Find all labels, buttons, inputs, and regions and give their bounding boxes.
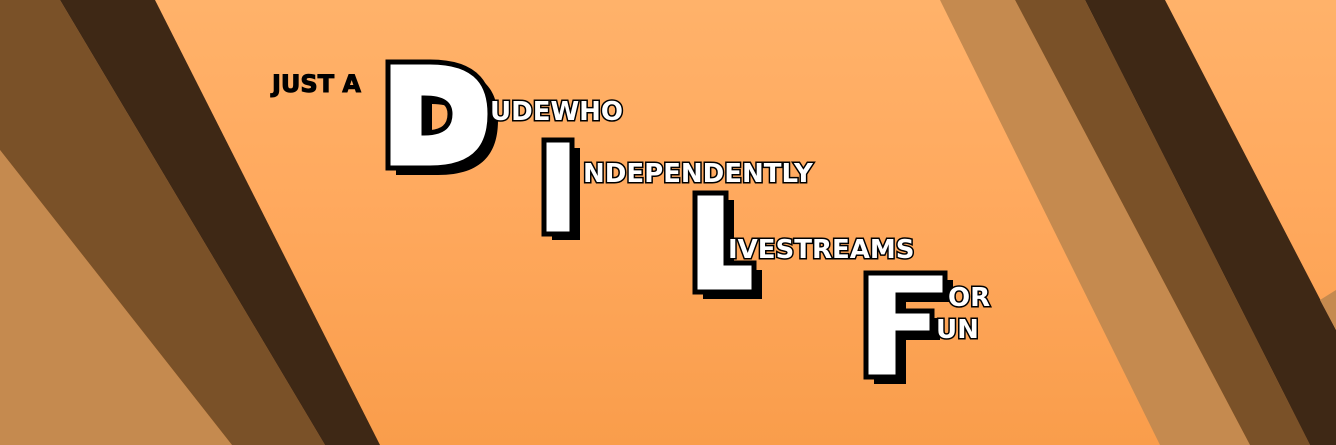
letter-l-glyph: L	[0, 0, 1, 1]
stripe-left-dark	[60, 0, 380, 445]
word-dude-who: UDEWHO	[490, 97, 623, 127]
letter-d-big: D	[0, 0, 498, 175]
letter-d-glyph: D	[0, 0, 1, 1]
stripe-right-mid	[1015, 0, 1310, 445]
word-independently: NDEPENDENTLY	[583, 159, 814, 189]
lead-words: JUST A	[270, 70, 361, 98]
stripe-right-dark	[1085, 0, 1336, 445]
word-or: OR	[948, 283, 990, 313]
word-un: UN	[936, 315, 979, 345]
letter-f-big: F	[0, 0, 953, 384]
letter-i-glyph: I	[0, 0, 1, 1]
letter-f-glyph: F	[0, 0, 1, 1]
stripe-right-light	[940, 0, 1250, 445]
letter-l-big: L	[0, 0, 762, 299]
word-livestreams: IVESTREAMS	[728, 235, 915, 265]
stripe-right-edge-light	[1320, 290, 1336, 330]
letter-i-big: I	[0, 0, 580, 240]
stripe-left-mid	[0, 0, 325, 445]
